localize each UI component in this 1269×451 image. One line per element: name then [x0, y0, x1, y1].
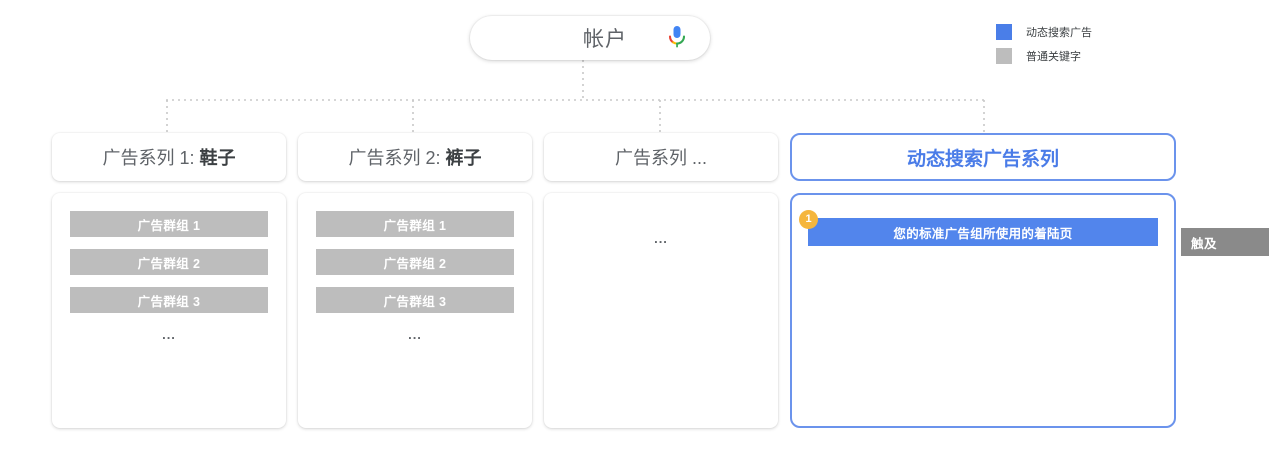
adgroup-label: 广告群组 3	[383, 294, 447, 309]
legend-swatch-gray	[996, 48, 1012, 64]
account-label: 帐户	[583, 28, 627, 51]
campaign-column-3: 广告系列 ... ...	[544, 133, 778, 428]
campaign-title-1: 广告系列 1: 鞋子	[102, 144, 235, 170]
legend-swatch-blue	[996, 24, 1012, 40]
campaign-body-dsa: 您的标准广告组所使用的着陆页 1	[790, 193, 1176, 428]
campaign-header-3[interactable]: 广告系列 ...	[544, 133, 778, 181]
campaign-body-1: 广告群组 1 广告群组 2 广告群组 3 ...	[52, 193, 286, 428]
campaign-header-1[interactable]: 广告系列 1: 鞋子	[52, 133, 286, 181]
reach-label: 触及	[1191, 236, 1218, 251]
campaign-header-dsa[interactable]: 动态搜索广告系列	[790, 133, 1176, 181]
landing-page-label: 您的标准广告组所使用的着陆页	[893, 226, 1073, 241]
landing-page-bar[interactable]: 您的标准广告组所使用的着陆页	[808, 218, 1158, 246]
legend-item-regular-keywords: 普通关键字	[996, 46, 1092, 66]
campaign-title-bold-1: 鞋子	[199, 148, 236, 168]
adgroup-more-ellipsis: ...	[162, 327, 176, 342]
campaign-more-ellipsis: ...	[654, 231, 668, 246]
reach-bar[interactable]: 触及	[1181, 228, 1269, 256]
campaign-columns: 广告系列 1: 鞋子 广告群组 1 广告群组 2 广告群组 3 ... 广告系列…	[52, 133, 1182, 428]
campaign-body-2: 广告群组 1 广告群组 2 广告群组 3 ...	[298, 193, 532, 428]
adgroup-bar[interactable]: 广告群组 3	[316, 287, 514, 313]
adgroup-label: 广告群组 3	[137, 294, 201, 309]
campaign-column-dsa: 动态搜索广告系列 您的标准广告组所使用的着陆页 1	[790, 133, 1176, 428]
legend-item-dynamic-search-ads: 动态搜索广告	[996, 22, 1092, 42]
campaign-title-bold-2: 裤子	[445, 148, 482, 168]
microphone-icon[interactable]	[668, 25, 686, 51]
adgroup-label: 广告群组 1	[383, 218, 447, 233]
adgroup-bar[interactable]: 广告群组 1	[70, 211, 268, 237]
campaign-title-dsa: 动态搜索广告系列	[906, 148, 1059, 170]
campaign-column-2: 广告系列 2: 裤子 广告群组 1 广告群组 2 广告群组 3 ...	[298, 133, 532, 428]
legend-label-dynamic-search-ads: 动态搜索广告	[1026, 27, 1092, 39]
campaign-title-3: 广告系列 ...	[614, 148, 707, 168]
account-search-pill[interactable]: 帐户	[470, 16, 710, 60]
adgroup-label: 广告群组 2	[137, 256, 201, 271]
step-badge-1: 1	[799, 210, 818, 229]
adgroup-bar[interactable]: 广告群组 2	[70, 249, 268, 275]
adgroup-bar[interactable]: 广告群组 2	[316, 249, 514, 275]
campaign-column-1: 广告系列 1: 鞋子 广告群组 1 广告群组 2 广告群组 3 ...	[52, 133, 286, 428]
adgroup-label: 广告群组 2	[383, 256, 447, 271]
adgroup-bar[interactable]: 广告群组 3	[70, 287, 268, 313]
adgroup-more-ellipsis: ...	[408, 327, 422, 342]
adgroup-label: 广告群组 1	[137, 218, 201, 233]
landing-page-bar-wrapper: 您的标准广告组所使用的着陆页 1	[799, 210, 1158, 246]
adgroup-bar[interactable]: 广告群组 1	[316, 211, 514, 237]
campaign-header-2[interactable]: 广告系列 2: 裤子	[298, 133, 532, 181]
legend-label-regular-keywords: 普通关键字	[1026, 51, 1081, 63]
campaign-title-prefix-1: 广告系列 1:	[102, 148, 200, 168]
legend: 动态搜索广告 普通关键字	[996, 22, 1092, 70]
campaign-title-2: 广告系列 2: 裤子	[348, 144, 481, 170]
campaign-body-3: ...	[544, 193, 778, 428]
campaign-title-prefix-2: 广告系列 2:	[348, 148, 446, 168]
